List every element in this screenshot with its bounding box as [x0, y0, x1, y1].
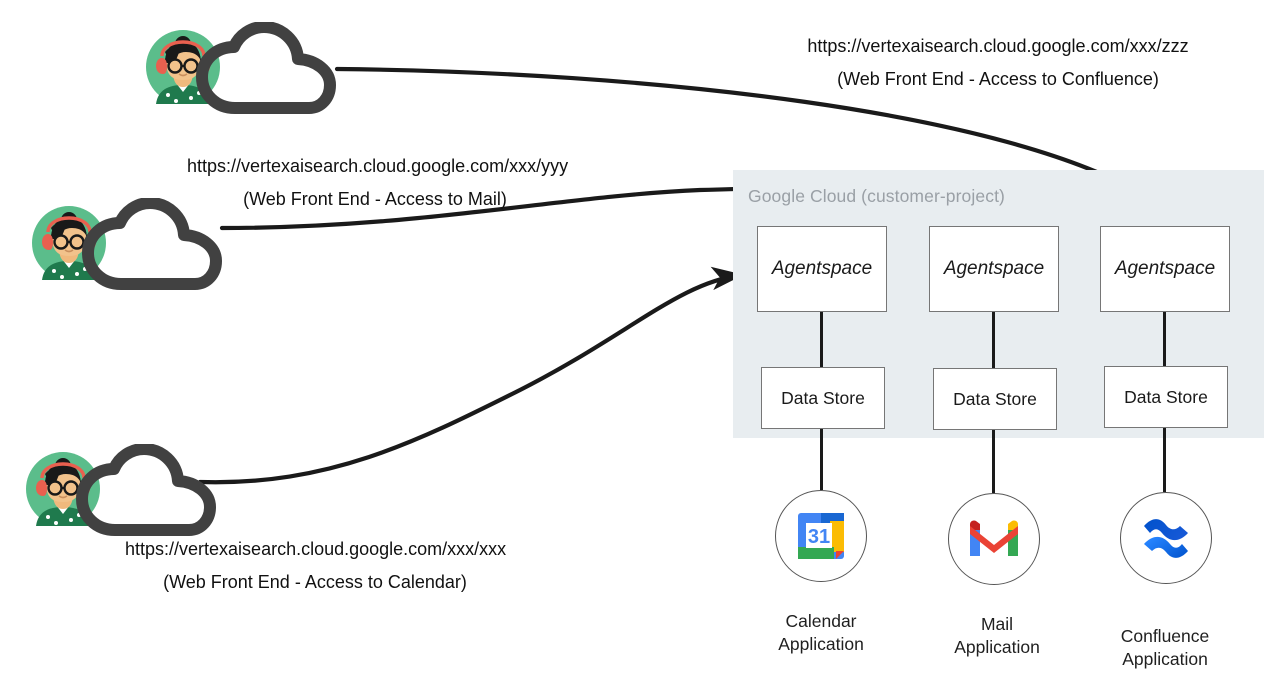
cloud-icon: [196, 22, 336, 114]
actor-confluence[interactable]: [146, 22, 342, 114]
app-circle-calendar[interactable]: 31: [775, 490, 867, 582]
url-text: https://vertexaisearch.cloud.google.com/…: [125, 539, 507, 559]
confluence-icon: [1144, 519, 1188, 558]
cloud-icon: [82, 198, 222, 290]
app-label-confluence: Confluence Application: [1065, 625, 1265, 671]
datastore-label: Data Store: [953, 388, 1037, 409]
actor-mail[interactable]: [32, 198, 228, 290]
connector-datastore-app-confluence: [1163, 428, 1167, 492]
connector-datastore-app-mail: [992, 430, 996, 493]
connector-agentspace-datastore-confluence: [1163, 312, 1167, 366]
actor-calendar[interactable]: [26, 444, 222, 536]
datastore-label: Data Store: [1124, 386, 1208, 407]
arrow-confluence: [334, 66, 1155, 203]
google-calendar-icon: 31: [798, 513, 844, 559]
datastore-label: Data Store: [781, 387, 865, 408]
arrow-calendar: [197, 266, 745, 485]
agentspace-box-confluence[interactable]: Agentspace: [1100, 226, 1230, 312]
agentspace-label: Agentspace: [771, 258, 873, 279]
url-text: https://vertexaisearch.cloud.google.com/…: [807, 36, 1189, 56]
connector-agentspace-datastore-calendar: [820, 312, 824, 367]
app-label-line2: Application: [954, 637, 1040, 657]
app-label-line1: Mail: [980, 614, 1014, 634]
agentspace-box-calendar[interactable]: Agentspace: [757, 226, 887, 312]
app-label-line2: Application: [1122, 649, 1208, 669]
url-label-confluence: https://vertexaisearch.cloud.google.com/…: [806, 30, 1190, 96]
agentspace-box-mail[interactable]: Agentspace: [929, 226, 1059, 312]
app-circle-confluence[interactable]: [1120, 492, 1212, 584]
url-role-text: (Web Front End - Access to Mail): [243, 189, 507, 209]
connector-datastore-app-calendar: [820, 429, 824, 490]
agentspace-label: Agentspace: [1114, 258, 1216, 279]
url-role-text: (Web Front End - Access to Calendar): [163, 572, 467, 592]
google-cloud-container-label: Google Cloud (customer-project): [748, 186, 1005, 206]
app-label-line2: Application: [778, 634, 864, 654]
url-label-calendar: https://vertexaisearch.cloud.google.com/…: [125, 533, 507, 599]
app-label-line1: Confluence: [1120, 626, 1210, 646]
app-label-calendar: Calendar Application: [721, 610, 921, 656]
connector-agentspace-datastore-mail: [992, 312, 996, 368]
url-label-mail: https://vertexaisearch.cloud.google.com/…: [187, 150, 569, 216]
datastore-box-mail[interactable]: Data Store: [933, 368, 1057, 430]
url-role-text: (Web Front End - Access to Confluence): [837, 69, 1159, 89]
app-label-line1: Calendar: [785, 611, 857, 631]
datastore-box-confluence[interactable]: Data Store: [1104, 366, 1228, 428]
app-label-mail: Mail Application: [897, 613, 1097, 659]
cloud-icon: [76, 444, 216, 536]
agentspace-label: Agentspace: [943, 258, 1045, 279]
gmail-icon: [970, 520, 1018, 556]
calendar-date-number: 31: [808, 526, 830, 548]
datastore-box-calendar[interactable]: Data Store: [761, 367, 885, 429]
app-circle-mail[interactable]: [948, 493, 1040, 585]
url-text: https://vertexaisearch.cloud.google.com/…: [187, 156, 569, 176]
